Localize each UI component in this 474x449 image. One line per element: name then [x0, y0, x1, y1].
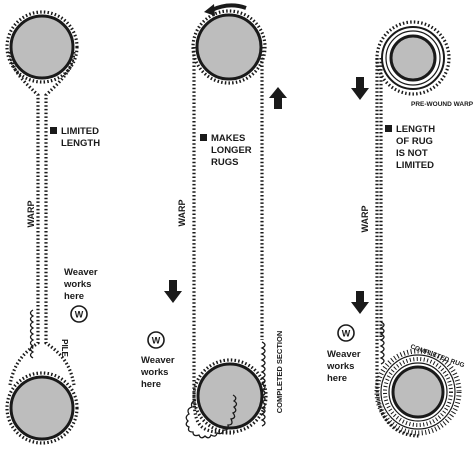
- top-roll-outline: [191, 9, 267, 85]
- completed-section-wrap: [185, 394, 238, 439]
- warp-label: WARP: [26, 201, 36, 228]
- bottom-roll: [9, 375, 75, 441]
- pile-label: PILE: [60, 339, 69, 357]
- weaver-circle-icon: W: [70, 305, 88, 323]
- bottom-roll-outline: [5, 371, 79, 445]
- square-bullet-icon: [200, 134, 207, 141]
- up-arrow-icon: [269, 87, 287, 109]
- completed-rug-label: COMPLETED RUG: [409, 343, 465, 369]
- completed-section-texture: [260, 341, 266, 427]
- bullet-label: LENGTH OF RUG IS NOT LIMITED: [396, 124, 438, 171]
- pile-texture: [29, 309, 35, 359]
- warp-label: WARP: [177, 200, 187, 227]
- rotation-arrow-icon: [211, 3, 247, 12]
- square-bullet-icon: [50, 127, 57, 134]
- weaver-circle-icon: W: [337, 324, 355, 342]
- top-roll: [9, 14, 75, 80]
- weaver-label: Weaver works here: [326, 349, 363, 384]
- warp-left-strand: [192, 47, 235, 435]
- svg-text:W: W: [152, 336, 161, 346]
- svg-text:W: W: [342, 329, 351, 339]
- bottom-roll: [196, 362, 264, 430]
- down-arrow-icon: [164, 280, 182, 303]
- completed-rug-roll: [374, 348, 462, 436]
- prewound-roll-outer: [375, 20, 451, 96]
- down-arrow-icon: [351, 291, 369, 314]
- square-bullet-icon: [385, 125, 392, 132]
- pile-texture: [379, 321, 385, 365]
- completed-section-label: COMPLETED SECTION: [275, 331, 284, 414]
- weaver-circle-icon: W: [147, 331, 165, 349]
- warp-label: WARP: [360, 206, 370, 233]
- weaver-label: Weaver works here: [63, 267, 100, 302]
- weaver-label: Weaver works here: [140, 355, 177, 390]
- bottom-roll-outline: [192, 358, 268, 434]
- prewound-roll-core: [389, 34, 437, 82]
- prewound-label: PRE-WOUND WARP: [411, 101, 474, 108]
- panel-longer-rugs: MAKES LONGER RUGS WARP W Weaver works he…: [140, 3, 287, 439]
- top-roll-outline: [5, 10, 79, 84]
- bullet-label: MAKES LONGER RUGS: [211, 133, 254, 168]
- svg-text:W: W: [75, 310, 84, 320]
- panel-limited-length: LIMITED LENGTH WARP Weaver works here W …: [5, 10, 102, 445]
- prewound-roll-ring-2: [385, 30, 441, 86]
- top-roll: [195, 13, 263, 81]
- bullet-label: LIMITED LENGTH: [61, 126, 102, 149]
- down-arrow-icon: [351, 77, 369, 100]
- panel-unlimited-length: PRE-WOUND WARP LENGTH OF RUG IS NOT LIMI…: [326, 20, 474, 438]
- warp-right-strand: [44, 51, 76, 386]
- warp-left-strand: [8, 51, 40, 386]
- rotation-arrowhead-icon: [204, 4, 215, 16]
